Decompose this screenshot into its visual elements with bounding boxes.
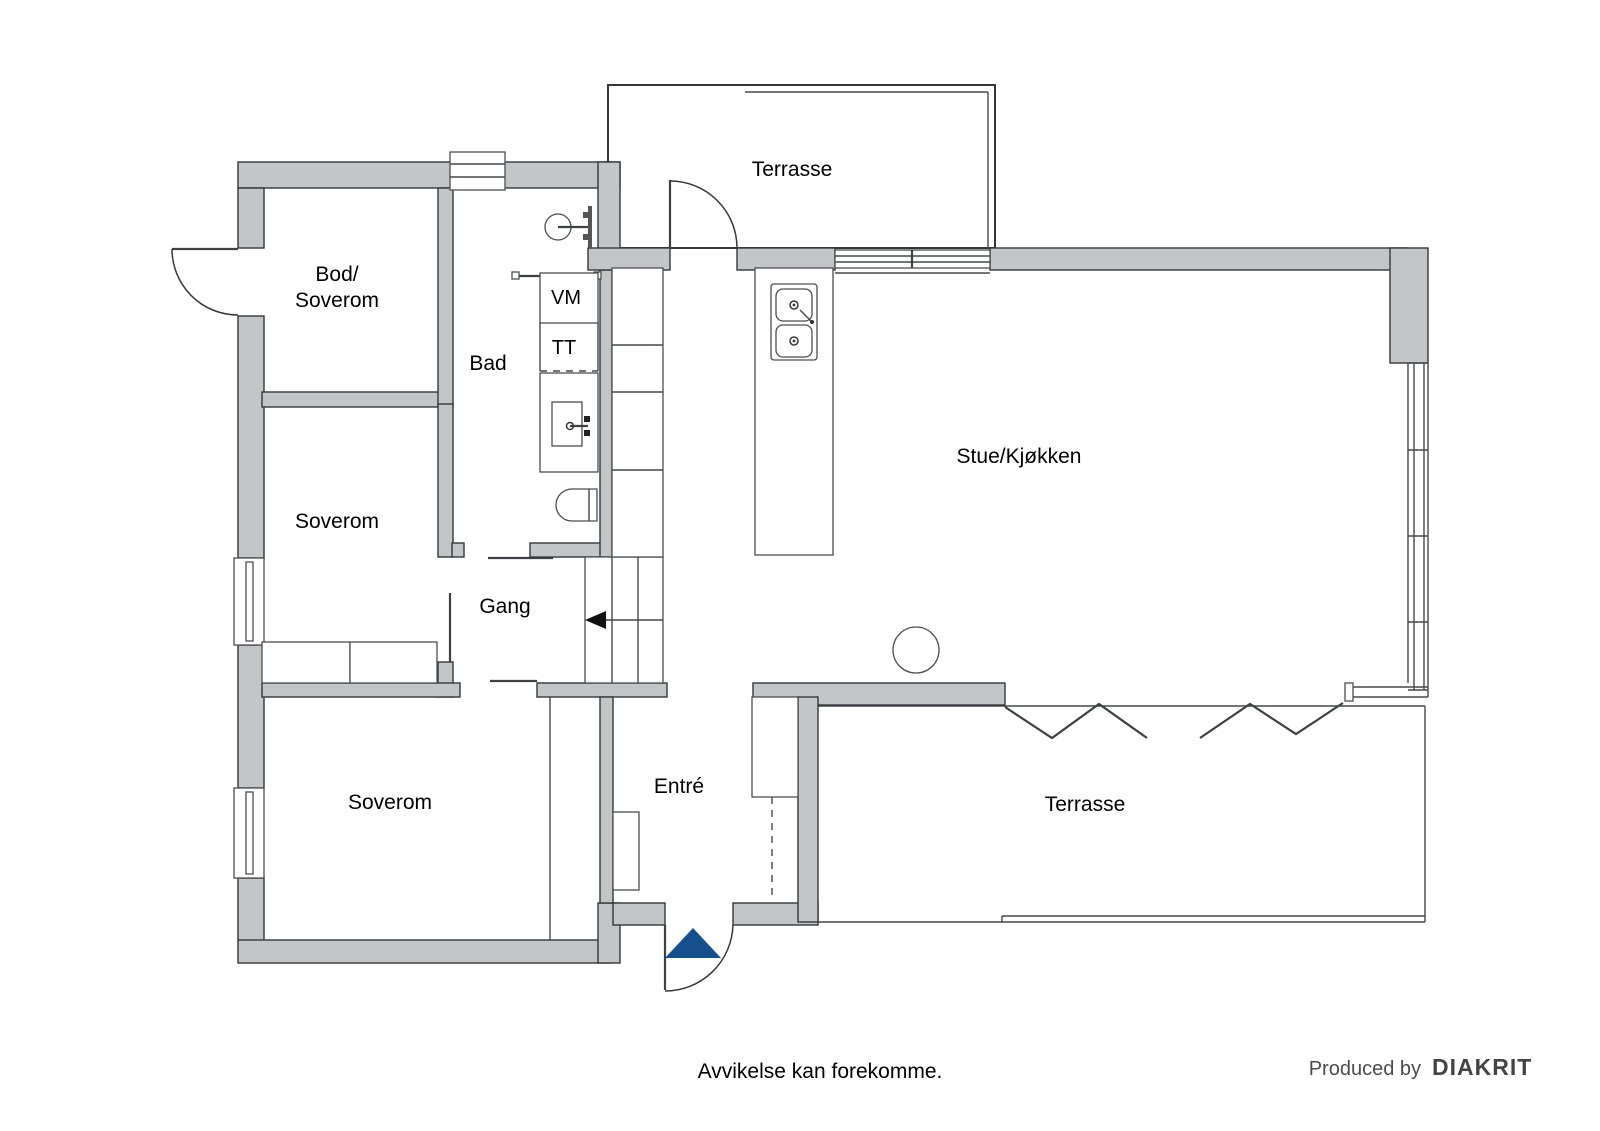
room-label-soverom-upper: Soverom (295, 510, 379, 533)
wall-segment (237, 315, 265, 559)
door-swing-icon (171, 247, 239, 316)
room-label-entre: Entré (654, 775, 704, 798)
window-icon (1407, 362, 1429, 697)
walls (237, 161, 1429, 964)
furniture (261, 626, 940, 940)
tumble-dryer-box (539, 323, 599, 372)
wall-segment (599, 696, 614, 904)
kitchen-sink-icon (770, 283, 818, 361)
room-label-soverom-lower: Soverom (348, 791, 432, 814)
wall-segment (736, 247, 836, 271)
room-label-bod-soverom-line2: Soverom (295, 289, 379, 312)
wall-segment (237, 939, 611, 964)
appliance-label-vm: VM (551, 287, 581, 309)
room-label-stue-kjokken: Stue/Kjøkken (957, 445, 1082, 468)
wall-segment (989, 247, 1409, 271)
wardrobe-icon (261, 641, 351, 684)
wall-segment (261, 391, 453, 408)
kitchen-fixtures (611, 267, 834, 558)
footer: Avvikelse kan forekomme. Produced by DIA… (698, 1054, 1532, 1083)
brand-logo-text: DIAKRIT (1432, 1054, 1532, 1080)
upper-terrace (607, 84, 996, 249)
wall-segment (612, 902, 666, 926)
wall-segment (797, 696, 819, 923)
window-icon (233, 557, 265, 646)
window-icon (1344, 682, 1428, 702)
disclaimer-text: Avvikelse kan forekomme. (698, 1060, 943, 1083)
room-label-gang: Gang (479, 595, 530, 618)
room-label-terrasse-bottom: Terrasse (1045, 793, 1126, 816)
lower-terrace (818, 705, 1426, 923)
window-icon (834, 249, 991, 274)
produced-by-text: Produced by (1309, 1058, 1421, 1080)
shower-icon (544, 206, 592, 248)
door-swing-icon (668, 180, 738, 249)
entry-door-icon (663, 924, 734, 992)
wall-segment (587, 247, 671, 271)
washing-machine-box (539, 272, 599, 324)
wall-segment (599, 269, 613, 558)
kitchen-cabinets (611, 267, 664, 558)
room-label-bod-soverom-line1: Bod/ (315, 263, 358, 286)
cabinet-icon (612, 811, 640, 891)
room-label-bad: Bad (469, 352, 506, 375)
toilet-icon (555, 488, 598, 522)
wall-segment (437, 403, 454, 558)
wall-segment (261, 682, 461, 698)
washbasin-icon (539, 372, 599, 473)
wall-segment (237, 187, 265, 249)
wall-segment (536, 682, 668, 698)
stairs-direction-arrow-icon (585, 611, 606, 629)
wall-segment (237, 161, 453, 189)
folding-door-icon (1004, 702, 1344, 740)
window-icon (233, 787, 265, 879)
windows (233, 151, 1429, 879)
wardrobe-icon (349, 641, 438, 684)
wall-segment (437, 187, 454, 408)
bathroom-fixtures (511, 206, 602, 522)
entry-arrow-icon (665, 928, 721, 958)
entry-wardrobe-icon (751, 696, 799, 900)
appliance-label-tt: TT (552, 337, 576, 359)
staircase (584, 556, 664, 684)
wall-segment (451, 542, 465, 558)
wall-segment (237, 877, 265, 943)
doors (171, 180, 738, 992)
wall-segment (237, 644, 265, 789)
wall-segment (1389, 247, 1429, 364)
room-label-terrasse-top: Terrasse (752, 158, 833, 181)
window-icon (449, 151, 506, 191)
room-labels: Terrasse Bod/ Soverom Bad VM TT Soverom … (295, 158, 1125, 816)
terrace-outline (607, 84, 996, 249)
round-table-icon (892, 626, 940, 674)
